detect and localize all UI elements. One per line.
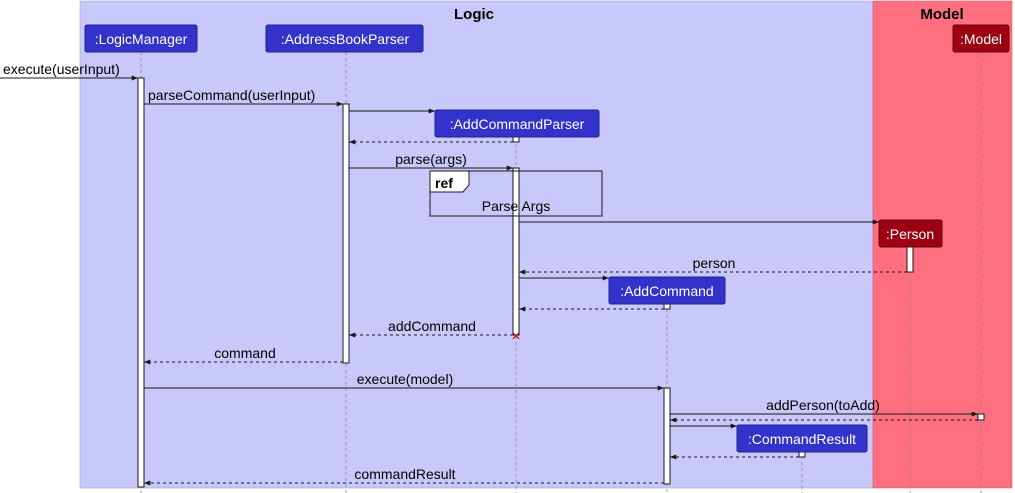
participant-person [878, 219, 943, 248]
participant-address-book-parser [265, 24, 424, 53]
participant-add-command-label: :AddCommand [620, 283, 713, 299]
logic-box-title: Logic [454, 6, 494, 23]
logic-box [79, 0, 874, 489]
ref-frame-tag [429, 170, 470, 193]
participant-add-command [608, 276, 726, 305]
msg-add-command-label: addCommand [388, 318, 476, 334]
participant-logic-manager [84, 24, 198, 53]
participant-add-command-parser-label: :AddCommandParser [450, 116, 585, 132]
activation-add-command-parser-parse [512, 167, 520, 336]
participant-command-result [736, 424, 868, 453]
msg-execute-model-label: execute(model) [357, 371, 454, 387]
destroy-mark-icon: × [511, 328, 520, 345]
msg-add-person-label: addPerson(toAdd) [766, 397, 880, 413]
participant-model-label: :Model [960, 31, 1002, 47]
activation-add-command-execute [663, 387, 671, 485]
msg-parse-args-label: parse(args) [395, 151, 467, 167]
activation-address-book-parser [342, 103, 350, 364]
ref-frame-text: Parse Args [482, 198, 550, 214]
participant-add-command-parser [434, 109, 600, 138]
activation-person [906, 244, 914, 273]
participant-logic-manager-label: :LogicManager [95, 31, 188, 47]
msg-command-label: command [214, 345, 275, 361]
activation-model [977, 413, 985, 421]
msg-parse-command-label: parseCommand(userInput) [148, 87, 315, 103]
msg-execute-user-input-label: execute(userInput) [3, 61, 120, 77]
msg-person-label: person [693, 255, 736, 271]
model-box-title: Model [920, 6, 963, 23]
participant-command-result-label: :CommandResult [748, 431, 856, 447]
participant-address-book-parser-label: :AddressBookParser [281, 31, 410, 47]
activation-logic-manager [137, 77, 145, 488]
ref-frame-tag-label: ref [435, 175, 453, 191]
ref-frame [429, 170, 603, 217]
participant-person-label: :Person [886, 226, 934, 242]
msg-command-result-label: commandResult [354, 466, 455, 482]
participant-model [952, 24, 1010, 53]
